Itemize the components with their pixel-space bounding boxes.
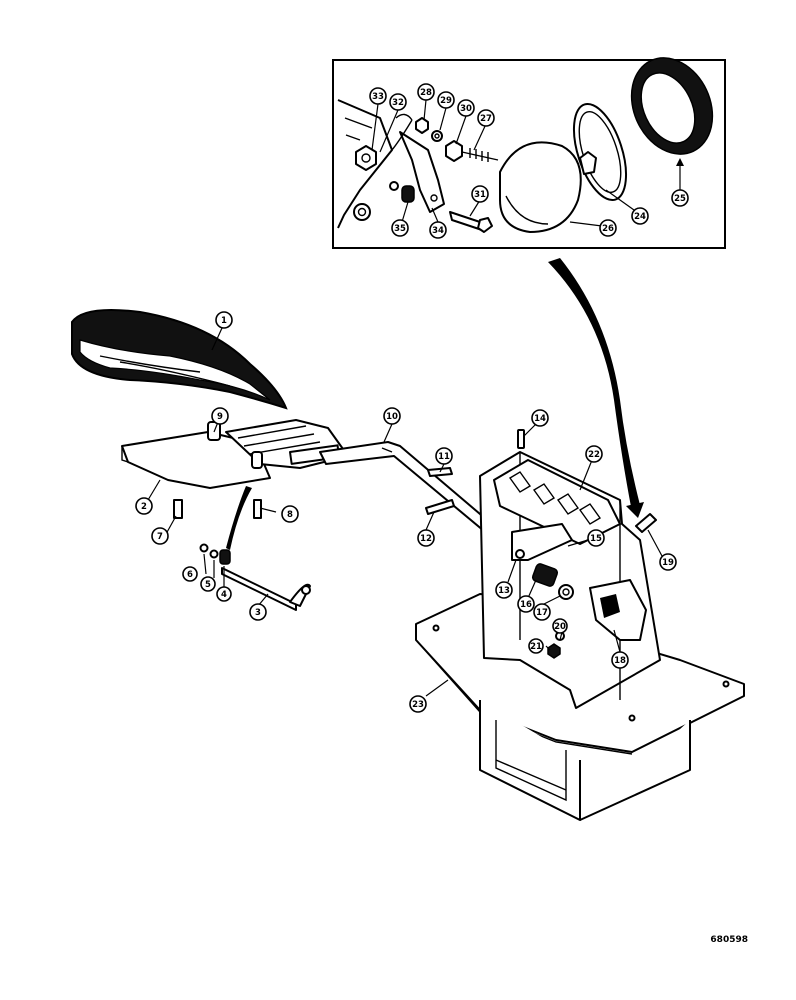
- svg-text:11: 11: [438, 452, 450, 462]
- svg-text:15: 15: [590, 534, 602, 544]
- callout-1: 1: [215, 311, 233, 329]
- callout-6: 6: [182, 566, 198, 582]
- callout-20: 20: [552, 618, 568, 634]
- svg-text:31: 31: [474, 190, 486, 200]
- callout-30: 30: [457, 99, 475, 117]
- svg-text:5: 5: [205, 580, 211, 590]
- callout-16: 16: [517, 595, 535, 613]
- svg-text:3: 3: [255, 608, 261, 618]
- callout-10: 10: [383, 407, 401, 425]
- svg-text:28: 28: [420, 88, 432, 98]
- callout-8: 8: [281, 505, 299, 523]
- svg-text:20: 20: [554, 622, 566, 632]
- svg-text:1: 1: [221, 316, 227, 326]
- seat-support-stand: [415, 429, 745, 821]
- svg-text:10: 10: [386, 412, 398, 422]
- svg-text:17: 17: [536, 608, 548, 618]
- callout-19: 19: [659, 553, 677, 571]
- svg-text:30: 30: [460, 104, 472, 114]
- svg-text:7: 7: [157, 532, 163, 542]
- svg-text:27: 27: [480, 114, 492, 124]
- svg-text:21: 21: [530, 642, 542, 652]
- lamp-inset-detail: [332, 57, 726, 249]
- callout-5: 5: [200, 576, 216, 592]
- callout-33: 33: [369, 87, 387, 105]
- svg-text:8: 8: [287, 510, 293, 520]
- seat: [71, 309, 288, 410]
- svg-text:16: 16: [520, 600, 532, 610]
- callout-9: 9: [211, 407, 229, 425]
- svg-text:29: 29: [440, 96, 452, 106]
- callout-24: 24: [631, 207, 649, 225]
- callout-35: 35: [391, 219, 409, 237]
- svg-text:18: 18: [614, 656, 626, 666]
- callout-29: 29: [437, 91, 455, 109]
- svg-text:13: 13: [498, 586, 510, 596]
- callout-2: 2: [135, 497, 153, 515]
- callout-13: 13: [495, 581, 513, 599]
- callout-31: 31: [471, 185, 489, 203]
- seat-mounting-plate: [121, 419, 349, 550]
- svg-text:23: 23: [412, 700, 424, 710]
- callout-25: 25: [671, 189, 689, 207]
- callout-23: 23: [409, 695, 427, 713]
- svg-text:32: 32: [392, 98, 404, 108]
- callout-34: 34: [429, 221, 447, 239]
- callout-18: 18: [611, 651, 629, 669]
- svg-text:35: 35: [394, 224, 406, 234]
- svg-text:14: 14: [534, 414, 546, 424]
- callout-26: 26: [599, 219, 617, 237]
- callout-12: 12: [417, 529, 435, 547]
- svg-text:12: 12: [420, 534, 432, 544]
- svg-text:26: 26: [602, 224, 614, 234]
- callout-7: 7: [151, 527, 169, 545]
- svg-text:24: 24: [634, 212, 646, 222]
- svg-text:6: 6: [187, 570, 193, 580]
- svg-text:34: 34: [432, 226, 444, 236]
- svg-text:9: 9: [217, 412, 223, 422]
- callout-32: 32: [389, 93, 407, 111]
- svg-text:19: 19: [662, 558, 674, 568]
- callout-28: 28: [417, 83, 435, 101]
- callout-21: 21: [528, 638, 544, 654]
- callout-27: 27: [477, 109, 495, 127]
- svg-text:2: 2: [141, 502, 147, 512]
- callout-4: 4: [216, 586, 232, 602]
- svg-text:25: 25: [674, 194, 686, 204]
- inset-arrow: [548, 258, 640, 512]
- callout-11: 11: [435, 447, 453, 465]
- figure-reference: 680598: [710, 935, 748, 945]
- callout-17: 17: [533, 603, 551, 621]
- callout-14: 14: [531, 409, 549, 427]
- callout-15: 15: [587, 529, 605, 547]
- svg-text:4: 4: [221, 590, 227, 600]
- link-rod: [199, 543, 311, 611]
- leader-lines: [147, 327, 663, 697]
- callout-3: 3: [249, 603, 267, 621]
- callout-22: 22: [585, 445, 603, 463]
- svg-text:33: 33: [372, 92, 384, 102]
- svg-text:22: 22: [588, 450, 600, 460]
